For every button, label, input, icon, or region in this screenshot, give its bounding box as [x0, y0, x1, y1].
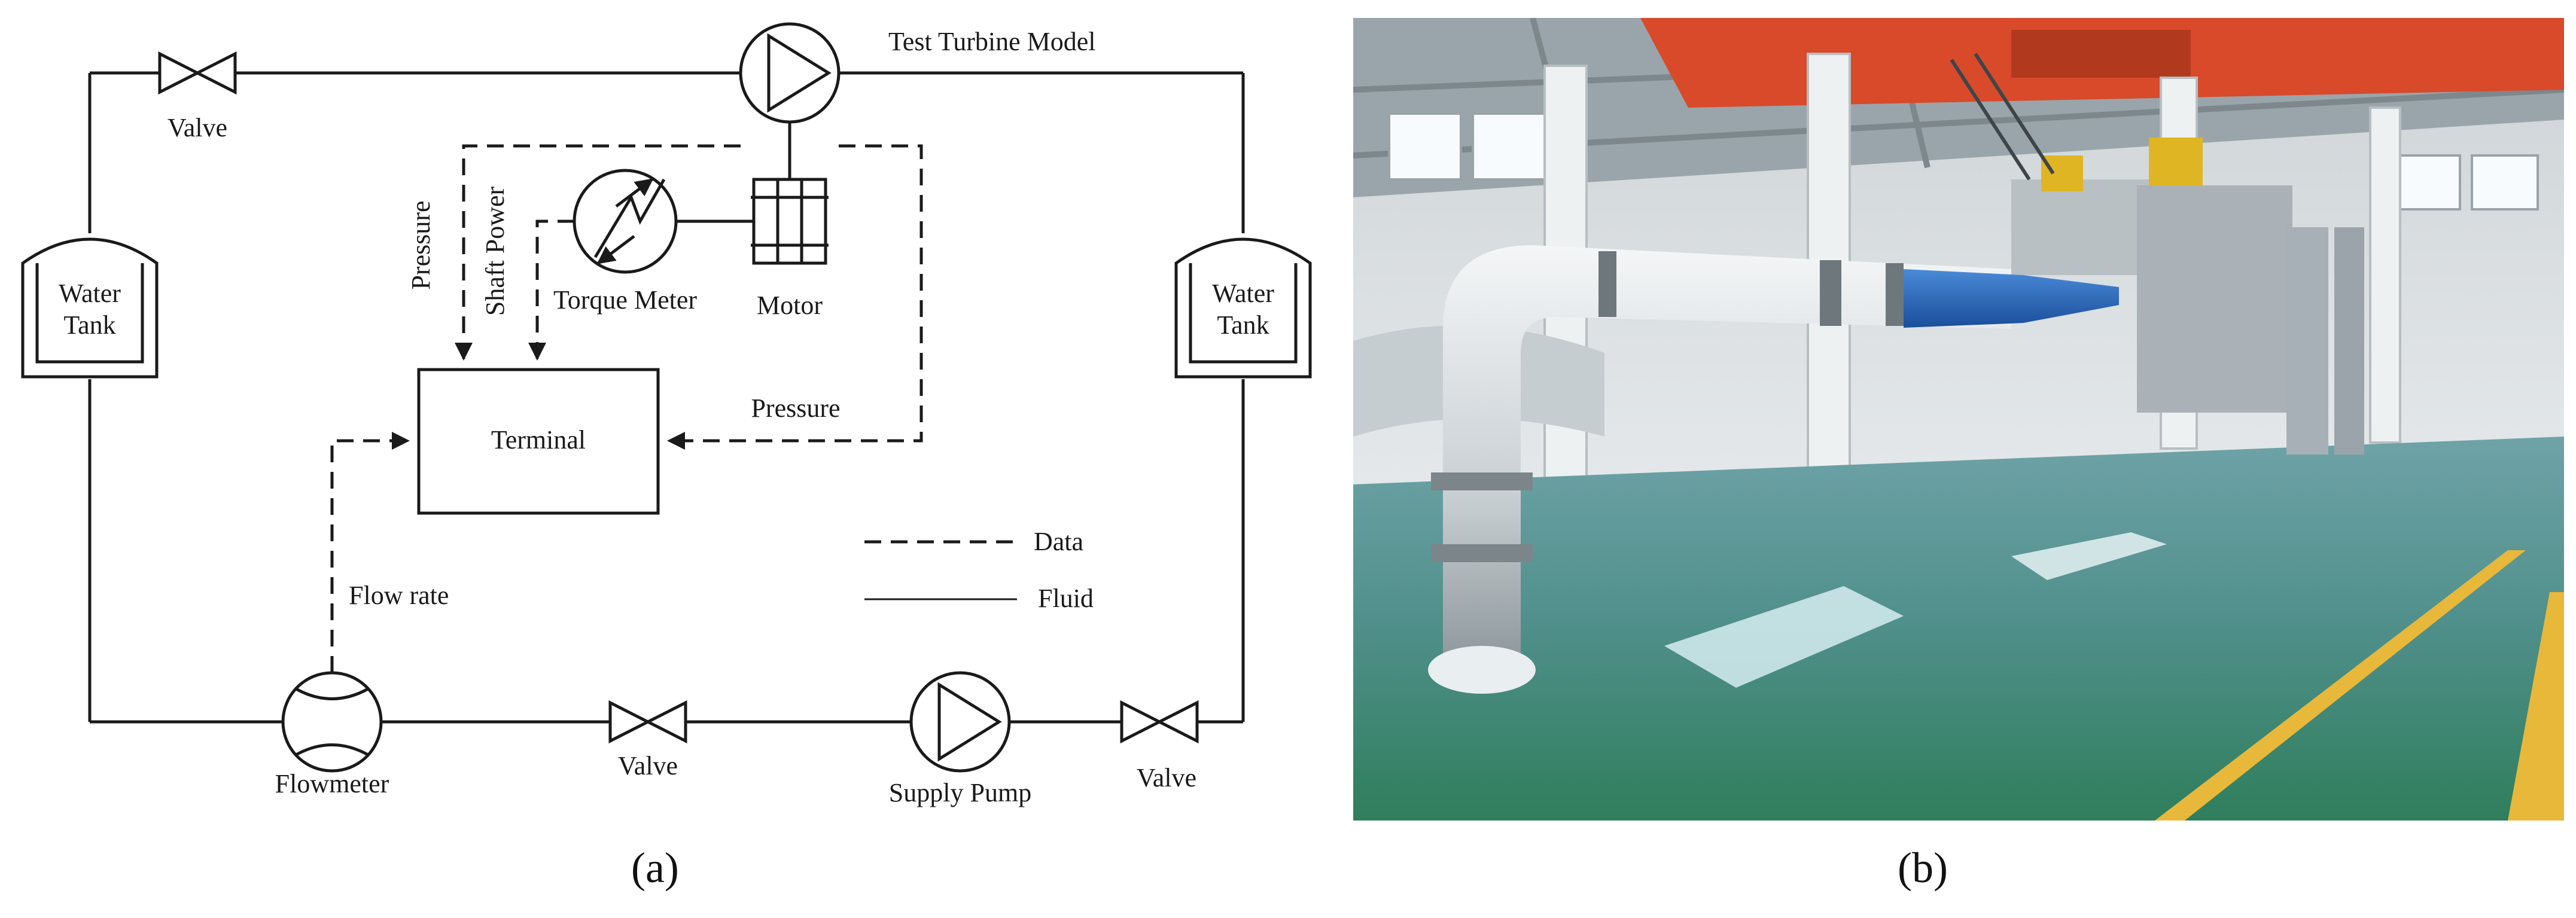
data-line-pressure-right: [667, 144, 923, 450]
valve-bottom-mid-label: Valve: [618, 751, 678, 780]
panel-a-caption: (a): [631, 844, 679, 892]
test-turbine-icon: [739, 22, 841, 124]
valve-top-label: Valve: [168, 113, 227, 142]
supply-pump-label: Supply Pump: [889, 778, 1031, 807]
terminal-box: [417, 368, 660, 515]
motor-icon: [751, 178, 829, 265]
water-tank-left-label-2: Tank: [63, 310, 115, 340]
valve-bottom-mid-icon: [608, 700, 687, 744]
flowmeter-icon: [281, 671, 383, 773]
legend-fluid-label: Fluid: [1038, 584, 1094, 613]
floor: [1353, 437, 2564, 821]
test-rig-photo: [1353, 18, 2564, 821]
water-tank-right-label-1: Water: [1212, 279, 1274, 308]
panel-b-caption: (b): [1898, 844, 1948, 892]
torque-meter-label: Torque Meter: [553, 285, 697, 315]
valve-top-icon: [158, 51, 237, 95]
terminal-label: Terminal: [491, 425, 586, 455]
water-tank-right-icon: [1174, 237, 1312, 379]
pressure-left-label: Pressure: [406, 200, 436, 289]
supply-pump-icon: [909, 671, 1011, 773]
data-line-shaft-power: [528, 219, 574, 361]
data-line-pressure-left: [455, 144, 741, 361]
test-turbine-label: Test Turbine Model: [888, 27, 1096, 56]
shaft-power-label: Shaft Power: [480, 187, 510, 316]
torque-meter-icon: [573, 169, 678, 274]
valve-bottom-right-icon: [1120, 700, 1199, 744]
flow-rate-label: Flow rate: [349, 581, 449, 610]
valve-bottom-right-label: Valve: [1137, 763, 1196, 792]
water-tank-left-label-1: Water: [59, 279, 121, 308]
legend-data-label: Data: [1034, 527, 1083, 556]
test-loop-schematic: Valve Test Turbine Model Motor Torque Me…: [21, 22, 1312, 807]
motor-label: Motor: [757, 291, 823, 320]
pressure-right-label: Pressure: [751, 394, 840, 423]
water-tank-left-icon: [21, 237, 159, 379]
water-tank-right-label-2: Tank: [1217, 310, 1269, 340]
flowmeter-label: Flowmeter: [275, 769, 389, 798]
blue-pipe-section: [1904, 269, 2119, 328]
data-line-flow-rate: [330, 432, 410, 673]
